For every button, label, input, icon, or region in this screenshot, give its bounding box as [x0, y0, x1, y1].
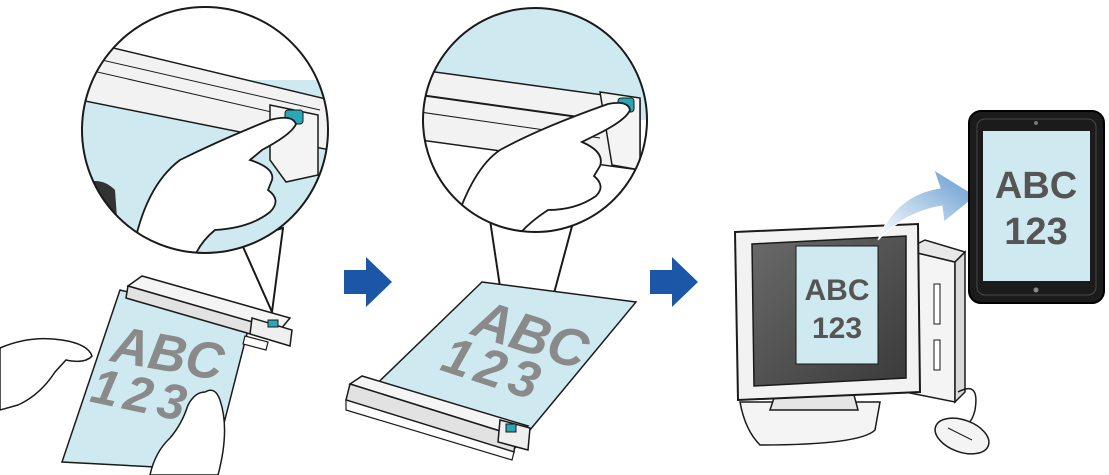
step-arrow-1 — [344, 257, 392, 307]
tablet-home-button — [1034, 288, 1039, 293]
scanner-led-1 — [268, 320, 278, 327]
tablet-camera — [1034, 121, 1038, 125]
monitor-text-line1: ABC — [805, 274, 870, 307]
monitor-icon: ABC 123 — [735, 224, 920, 445]
step-3-devices: ABC 123 ABC 123 — [735, 111, 1104, 461]
tablet-text-line2: 123 — [1004, 211, 1067, 253]
step-1-press-button: ABC 123 — [0, 7, 340, 475]
monitor-text-line2: 123 — [812, 312, 862, 345]
left-hand-icon — [0, 339, 92, 410]
tablet-text-line1: ABC — [995, 165, 1077, 207]
step-2-scanning: ABC 123 — [346, 0, 660, 460]
zoom-circle-1 — [80, 7, 340, 290]
tablet-icon: ABC 123 — [969, 111, 1104, 303]
step-arrow-2 — [650, 257, 698, 307]
zoom-circle-2 — [420, 0, 660, 240]
scanner-led-2 — [506, 424, 516, 432]
